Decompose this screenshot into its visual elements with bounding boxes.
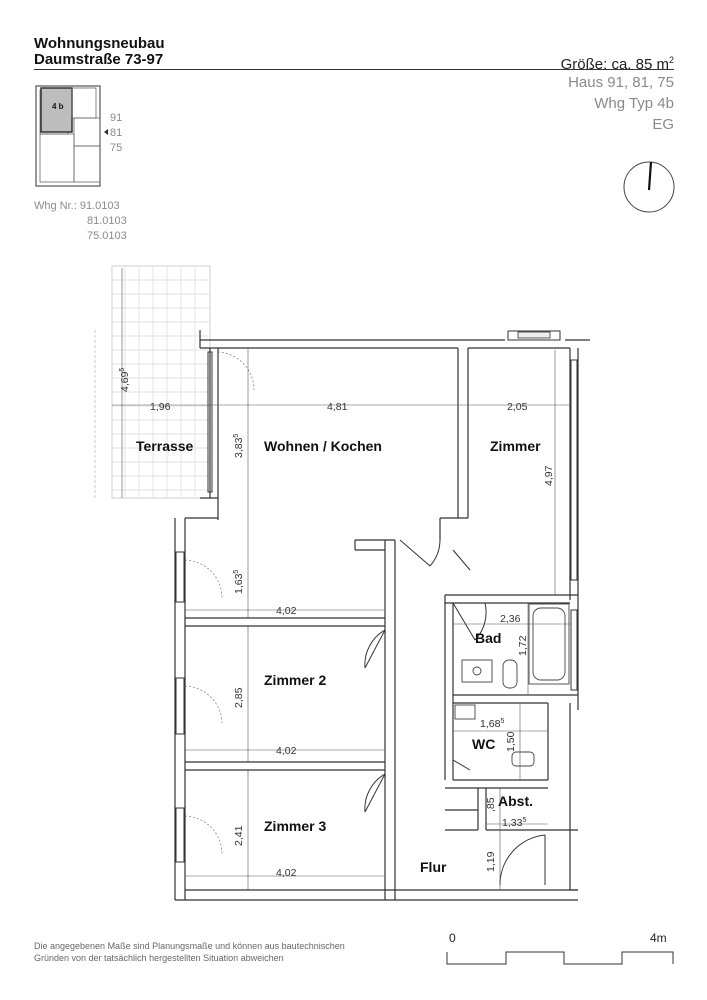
typ-label: Whg Typ 4b [594, 95, 674, 112]
disclaimer: Die angegebenen Maße sind Planungsmaße u… [34, 940, 394, 964]
dim-wc-width-main: 1,68 [480, 718, 501, 730]
haus-label: Haus 91, 81, 75 [568, 74, 674, 91]
dim-zimmer2-depth: 2,85 [233, 687, 245, 708]
header-rule [34, 69, 674, 70]
windows [175, 351, 578, 863]
dim-bad-width: 2,36 [500, 613, 521, 625]
whg-nr-first: Whg Nr.: 91.0103 [34, 199, 127, 214]
room-wohnen: Wohnen / Kochen [264, 438, 382, 454]
dim-wohnen-depth-sup: 5 [233, 434, 240, 438]
dim-wc-width: 1,685 [480, 718, 504, 730]
dim-zimmer3-depth: 2,41 [233, 825, 245, 846]
walls [174, 330, 590, 901]
scale-bar [446, 951, 674, 965]
project-title: Wohnungsneubau [34, 35, 165, 52]
size-sup: 2 [668, 55, 674, 65]
whg-nr-1: 81.0103 [87, 215, 127, 227]
scale-start: 0 [449, 931, 456, 945]
dim-terrace-depth: 4,695 [119, 368, 131, 392]
key-plan: 4 b 91 81 75 [35, 85, 122, 187]
room-zimmer: Zimmer [490, 438, 541, 454]
dim-width-b: 4,02 [276, 745, 297, 757]
dim-flur-depth: 1,19 [485, 851, 497, 872]
size-text: Größe: ca. 85 m [560, 56, 669, 73]
room-flur: Flur [420, 859, 447, 875]
keyplan-unit-highlight [40, 87, 73, 133]
dim-terrace-depth-main: 4,69 [119, 371, 131, 392]
dim-abst-width-main: 1,33 [502, 817, 523, 829]
dim-terrace-width: 1,96 [150, 401, 171, 413]
room-zimmer3: Zimmer 3 [264, 818, 326, 834]
dimension-lines [112, 268, 570, 890]
door-leaves [364, 539, 546, 886]
dim-abst-width: 1,335 [502, 817, 526, 829]
keyplan-unit-label: 4 b [52, 102, 64, 111]
whg-nr-0: 91.0103 [79, 200, 120, 212]
project-address: Daumstraße 73-97 [34, 51, 164, 68]
dim-bad-depth: 1,72 [517, 635, 529, 656]
room-wc: WC [472, 736, 495, 752]
dim-wohnen-extra-sup: 5 [233, 570, 240, 574]
dim-wohnen-extra-main: 1,63 [233, 573, 245, 594]
keyplan-level-81: 81 [110, 127, 122, 139]
whg-nr-label: Whg Nr.: [34, 200, 77, 212]
whg-nr-block: Whg Nr.: 91.0103 81.0103 75.0103 [34, 199, 127, 244]
dim-width-c: 4,02 [276, 867, 297, 879]
keyplan-level-91: 91 [110, 112, 122, 124]
disclaimer-line1: Die angegebenen Maße sind Planungsmaße u… [34, 941, 345, 951]
north-arrow-icon [623, 161, 675, 213]
disclaimer-line2: Gründen von der tatsächlich hergestellte… [34, 953, 284, 963]
dim-terrace-depth-sup: 5 [119, 368, 126, 372]
room-abst: Abst. [498, 793, 533, 809]
room-bad: Bad [475, 630, 501, 646]
floor-label: EG [652, 116, 674, 133]
dim-abst-width-sup: 5 [522, 817, 526, 824]
dim-wc-depth: 1,50 [505, 731, 517, 752]
room-terrasse: Terrasse [136, 438, 194, 454]
dim-width-a: 4,02 [276, 605, 297, 617]
keyplan-level-75: 75 [110, 142, 122, 154]
dim-abst-depth: ,85 [485, 797, 497, 812]
scale-end: 4m [650, 931, 667, 945]
whg-nr-2: 75.0103 [87, 230, 127, 242]
door-swings [184, 351, 255, 855]
keyplan-marker-icon [104, 129, 108, 135]
dim-wohnen-depth-main: 3,83 [233, 437, 245, 458]
room-zimmer2: Zimmer 2 [264, 672, 326, 688]
dim-zimmer-width: 2,05 [507, 401, 528, 413]
bath-fixtures [454, 603, 570, 767]
dim-wc-width-sup: 5 [500, 718, 504, 725]
dim-wohnen-width: 4,81 [327, 401, 348, 413]
size-label: Größe: ca. 85 m2 [561, 51, 674, 74]
dim-zimmer-depth: 4,97 [543, 465, 555, 486]
dim-wohnen-depth: 3,835 [233, 434, 245, 458]
dim-wohnen-extra: 1,635 [233, 570, 245, 594]
